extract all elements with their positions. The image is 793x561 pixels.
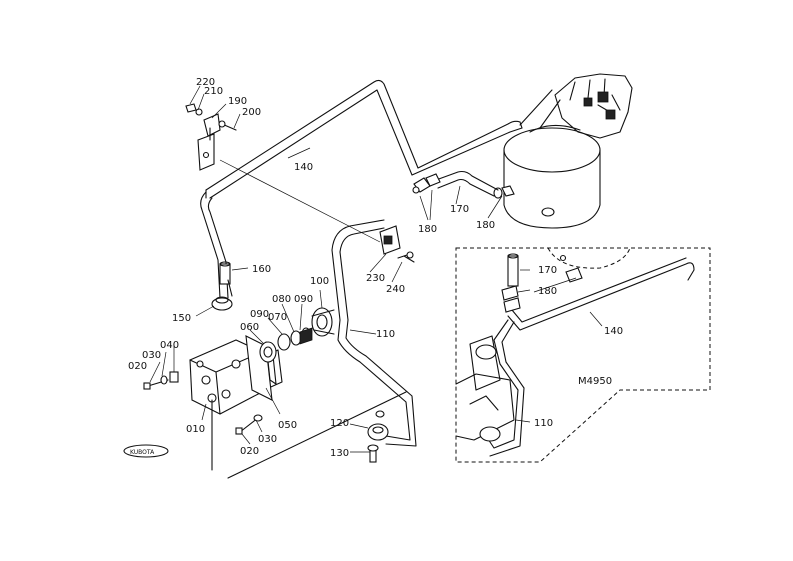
collar-070-080-090 [277, 327, 313, 351]
callout-180-main-right: 180 [476, 220, 495, 231]
callout-030-bottom: 030 [258, 434, 277, 445]
bolt-200 [218, 120, 237, 131]
callout-labels: 220 210 190 200 140 170 180 180 160 230 … [128, 77, 623, 459]
hydraulic-pump-010 [189, 335, 283, 415]
callout-180-inset: 180 [538, 286, 557, 297]
pipe-170-main [435, 170, 503, 199]
pipe-140-main [200, 79, 523, 299]
callout-140-main: 140 [294, 162, 313, 173]
fitting-160 [219, 261, 233, 297]
callout-060: 060 [240, 322, 259, 333]
callout-040: 040 [160, 340, 179, 351]
leader-lines [149, 85, 603, 453]
kubota-logo: KUBOTA [123, 444, 169, 458]
callout-170-main: 170 [450, 204, 469, 215]
callout-090-top: 090 [294, 294, 313, 305]
logo-text: KUBOTA [130, 449, 155, 456]
oil-tank-drawing [503, 124, 601, 229]
callout-070: 070 [268, 312, 287, 323]
callout-220: 220 [196, 77, 215, 88]
clamp-180-main [412, 173, 515, 221]
coupling-060 [259, 341, 277, 363]
bolt-020-bottom [235, 414, 263, 435]
callout-140-inset: 140 [604, 326, 623, 337]
bolt-130 [367, 444, 379, 463]
callout-020-bottom: 020 [240, 446, 259, 457]
callout-190: 190 [228, 96, 247, 107]
callout-160: 160 [252, 264, 271, 275]
callout-090-left: 090 [250, 309, 269, 320]
callout-010: 010 [186, 424, 205, 435]
callout-150: 150 [172, 313, 191, 324]
callout-120: 120 [330, 418, 349, 429]
callout-240: 240 [386, 284, 405, 295]
fitting-150 [211, 296, 233, 311]
callout-020-left: 020 [128, 361, 147, 372]
pipe-110-main [331, 219, 417, 447]
inset-detail [455, 247, 711, 463]
callout-080: 080 [272, 294, 291, 305]
drive-gear-100 [311, 307, 335, 337]
callout-100: 100 [310, 276, 329, 287]
leader-line-140-mid [219, 159, 381, 243]
frame-line [227, 391, 407, 479]
bolt-240 [397, 251, 415, 263]
callout-210: 210 [204, 86, 223, 97]
washer-030-040 [160, 371, 179, 385]
callout-110-main: 110 [376, 329, 395, 340]
callout-110-inset: 110 [534, 418, 553, 429]
callout-030-left: 030 [142, 350, 161, 361]
banjo-120 [367, 410, 389, 441]
bracket-230 [379, 225, 401, 255]
callout-170-inset: 170 [538, 265, 557, 276]
callout-050: 050 [278, 420, 297, 431]
bracket-190 [197, 113, 221, 171]
callout-200: 200 [242, 107, 261, 118]
nut-220 [185, 103, 203, 116]
callout-230: 230 [366, 273, 385, 284]
callout-130: 130 [330, 448, 349, 459]
callout-180-main-left: 180 [418, 224, 437, 235]
diagram-code: M4950 [578, 376, 612, 387]
